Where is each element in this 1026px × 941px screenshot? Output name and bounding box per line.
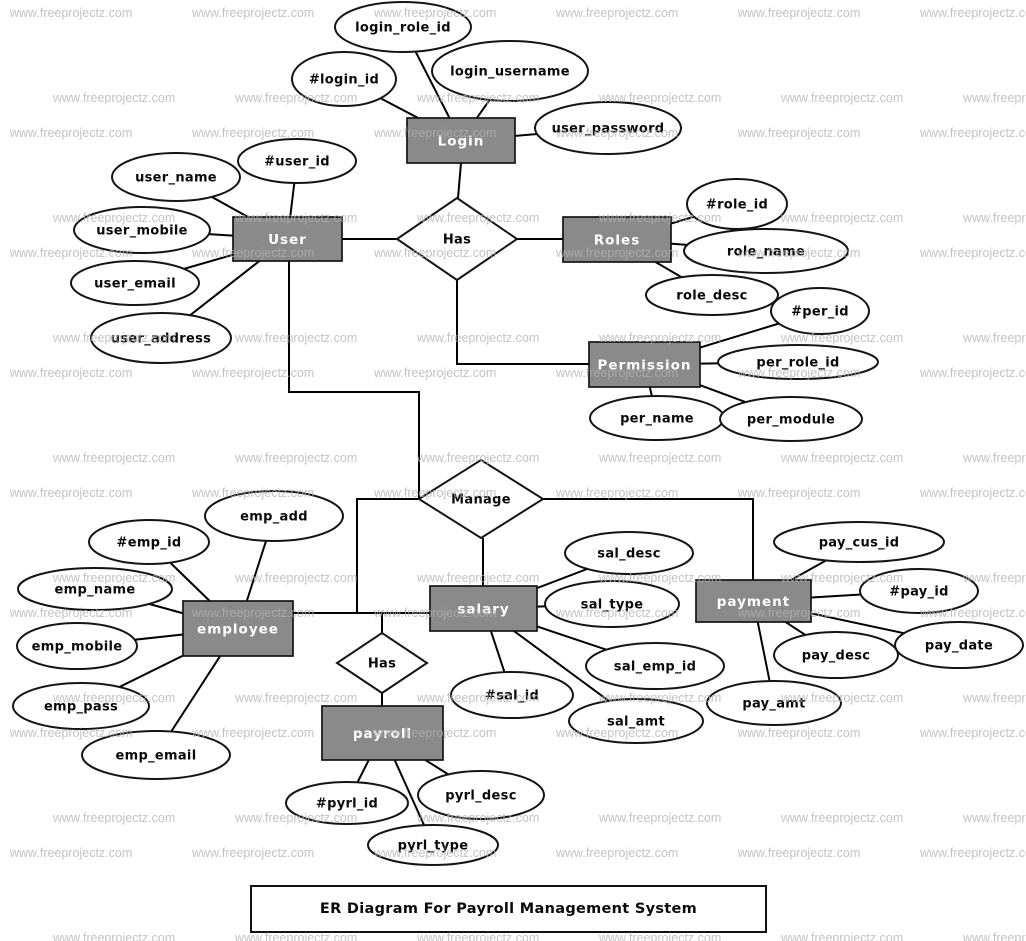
attribute-label-#login_id: #login_id	[309, 73, 379, 88]
relationship-label-has-employee-payroll: Has	[368, 657, 396, 672]
attribute-label-role_desc: role_desc	[676, 289, 747, 304]
attribute-ellipse-#pyrl_id	[285, 781, 409, 825]
entity-label-permission: Permission	[598, 358, 692, 374]
entity-login	[406, 117, 516, 164]
relationship-label-manage: Manage	[451, 493, 511, 508]
attribute-ellipse-login_role_id	[334, 1, 472, 53]
attribute-ellipse-#login_id	[291, 51, 397, 107]
relationship-has-user-roles	[395, 196, 519, 282]
connector-manage-to-junction	[356, 498, 419, 613]
attribute-label-user_name: user_name	[135, 171, 217, 186]
attribute-label-user_address: user_address	[111, 332, 211, 347]
entity-salary	[429, 585, 538, 632]
attribute-ellipse-emp_pass	[12, 682, 150, 730]
connector-has-to-permission	[456, 280, 589, 365]
attribute-ellipse-user_password	[534, 101, 682, 155]
connector-manage-to-payment	[543, 498, 754, 580]
attribute-label-login_role_id: login_role_id	[355, 21, 451, 36]
entity-user	[232, 216, 343, 262]
attribute-ellipse-pay_desc	[773, 631, 899, 679]
relationship-manage	[417, 458, 545, 540]
attribute-label-role_name: role_name	[727, 245, 805, 260]
attribute-label-sal_desc: sal_desc	[597, 547, 660, 562]
attribute-label-emp_mobile: emp_mobile	[32, 640, 123, 655]
attribute-ellipse-user_address	[90, 312, 232, 364]
attribute-ellipse-user_mobile	[73, 206, 211, 254]
attribute-label-per_module: per_module	[747, 413, 835, 428]
attribute-label-pay_amt: pay_amt	[742, 697, 805, 712]
entity-label-payroll: payroll	[353, 726, 412, 742]
attribute-ellipse-emp_email	[81, 730, 231, 780]
attribute-ellipse-#sal_id	[450, 671, 574, 719]
attribute-label-#sal_id: #sal_id	[485, 689, 539, 704]
attribute-ellipse-emp_add	[204, 490, 344, 542]
attribute-ellipse-per_role_id	[717, 344, 879, 380]
connector-user-to-manage	[288, 261, 420, 499]
entity-roles	[562, 216, 672, 263]
attribute-label-#emp_id: #emp_id	[117, 536, 182, 551]
attribute-ellipse-user_name	[111, 152, 241, 202]
attribute-ellipse-emp_mobile	[16, 622, 138, 670]
entity-payroll	[321, 705, 444, 761]
attribute-ellipse-pay_amt	[706, 680, 842, 726]
attribute-ellipse-pay_date	[894, 621, 1024, 669]
attribute-ellipse-role_desc	[645, 274, 779, 316]
attribute-ellipse-pyrl_type	[367, 824, 499, 866]
attribute-ellipse-#emp_id	[88, 519, 210, 565]
entity-permission	[588, 341, 701, 388]
attribute-label-emp_name: emp_name	[55, 583, 136, 598]
attribute-ellipse-emp_name	[17, 567, 173, 611]
attribute-ellipse-#per_id	[770, 287, 870, 335]
attribute-label-user_email: user_email	[94, 277, 176, 292]
diagram-title: ER Diagram For Payroll Management System	[319, 901, 698, 917]
attribute-label-sal_type: sal_type	[581, 598, 644, 613]
relationship-has-employee-payroll	[335, 631, 429, 695]
attribute-ellipse-sal_desc	[564, 531, 694, 575]
entity-label-payment: payment	[717, 594, 790, 610]
attribute-ellipse-pay_cus_id	[773, 521, 945, 563]
relationship-label-has-user-roles: Has	[443, 233, 471, 248]
entity-label-salary: salary	[457, 602, 509, 618]
attribute-ellipse-sal_amt	[568, 698, 704, 744]
entity-label-roles: Roles	[594, 233, 641, 249]
entity-payment	[695, 579, 812, 623]
attribute-label-sal_amt: sal_amt	[607, 715, 665, 730]
attribute-label-emp_pass: emp_pass	[44, 700, 118, 715]
attribute-label-user_password: user_password	[552, 122, 665, 137]
attribute-ellipse-sal_type	[544, 580, 680, 628]
attribute-label-#role_id: #role_id	[706, 198, 768, 213]
entity-label-employee: employee	[197, 622, 279, 638]
attribute-label-pyrl_desc: pyrl_desc	[445, 789, 516, 804]
attribute-ellipse-#role_id	[686, 178, 788, 230]
attribute-ellipse-role_name	[683, 228, 849, 274]
attribute-label-sal_emp_id: sal_emp_id	[614, 660, 696, 675]
attribute-ellipse-#user_id	[237, 138, 357, 184]
attribute-label-pay_desc: pay_desc	[802, 649, 871, 664]
attribute-ellipse-#pay_id	[859, 568, 979, 614]
attribute-ellipse-login_username	[431, 40, 589, 102]
entity-label-user: User	[268, 232, 307, 248]
attribute-label-pyrl_type: pyrl_type	[398, 839, 469, 854]
entity-label-login: Login	[438, 134, 485, 150]
attribute-label-#user_id: #user_id	[264, 155, 330, 170]
attribute-label-#pay_id: #pay_id	[889, 585, 948, 600]
attribute-label-emp_email: emp_email	[116, 749, 197, 764]
attribute-ellipse-pyrl_desc	[417, 770, 545, 820]
attribute-label-pay_cus_id: pay_cus_id	[819, 536, 900, 551]
attribute-ellipse-per_module	[719, 396, 863, 442]
attribute-label-emp_add: emp_add	[240, 510, 308, 525]
attribute-label-pay_date: pay_date	[925, 639, 993, 654]
attribute-label-login_username: login_username	[450, 65, 570, 80]
attribute-label-per_role_id: per_role_id	[756, 356, 839, 371]
attribute-label-per_name: per_name	[620, 412, 694, 427]
attribute-ellipse-sal_emp_id	[585, 642, 725, 690]
attribute-label-#per_id: #per_id	[791, 305, 849, 320]
attribute-label-#pyrl_id: #pyrl_id	[316, 797, 378, 812]
attribute-label-user_mobile: user_mobile	[96, 224, 188, 239]
connector-login-to-has	[457, 162, 462, 199]
diagram-title-box: ER Diagram For Payroll Management System	[250, 885, 767, 933]
entity-employee	[182, 600, 294, 657]
attribute-ellipse-user_email	[70, 260, 200, 306]
